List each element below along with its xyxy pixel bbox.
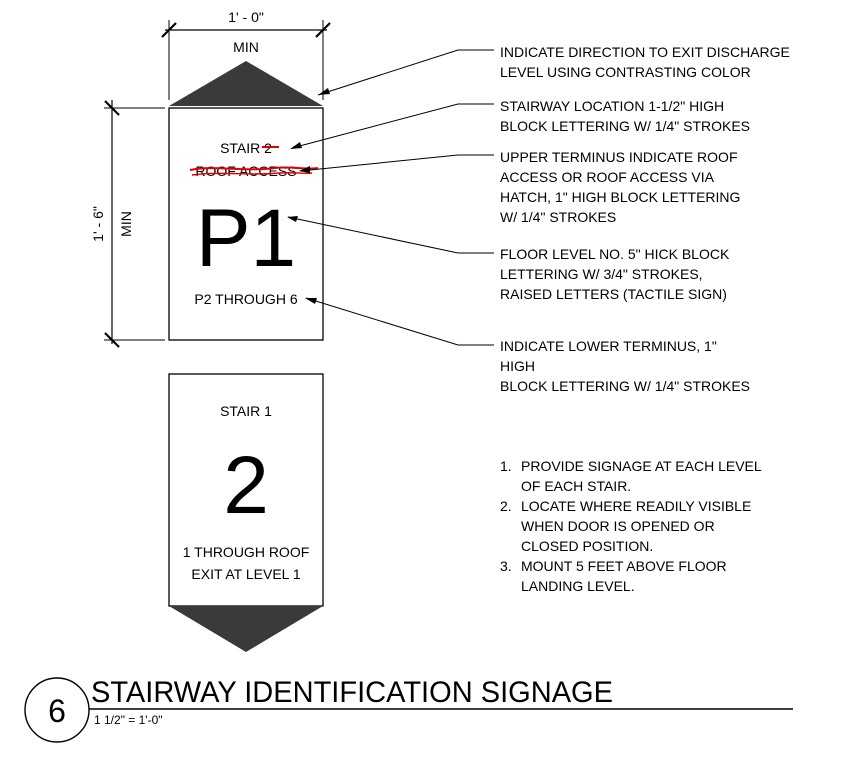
upper-stair-label: STAIR 2 [220, 140, 272, 156]
note-number: 3. [500, 558, 512, 574]
lower-sign-panel [168, 373, 324, 607]
leader-lower-terminus [305, 297, 494, 346]
roof-access-strike [189, 166, 319, 171]
note-line: OF EACH STAIR. [521, 478, 631, 494]
note-line: CLOSED POSITION. [521, 538, 653, 554]
lower-exit-label: EXIT AT LEVEL 1 [191, 566, 300, 582]
callout-line: ACCESS OR ROOF ACCESS VIA [500, 169, 715, 185]
callout-upper-terminus: UPPER TERMINUS INDICATE ROOF ACCESS OR R… [500, 149, 744, 225]
height-min-label: MIN [118, 211, 134, 237]
callout-line: INDICATE LOWER TERMINUS, 1" [500, 338, 717, 354]
roof-access-strike-2 [191, 172, 313, 176]
note-2: 2. LOCATE WHERE READILY VISIBLE WHEN DOO… [500, 498, 755, 554]
callout-stairway-location: STAIRWAY LOCATION 1-1/2" HIGH BLOCK LETT… [500, 98, 750, 134]
leader-exit-direction-arrowhead [318, 88, 330, 95]
roof-access-label: ROOF ACCESS [195, 163, 296, 179]
upper-terminus-label: P2 THROUGH 6 [194, 291, 297, 307]
callout-exit-direction: INDICATE DIRECTION TO EXIT DISCHARGE LEV… [500, 44, 794, 80]
callout-line: INDICATE DIRECTION TO EXIT DISCHARGE [500, 44, 790, 60]
note-line: MOUNT 5 FEET ABOVE FLOOR [521, 558, 727, 574]
callout-line: HIGH [500, 358, 535, 374]
lower-floor-number: 2 [223, 440, 269, 531]
callout-line: STAIRWAY LOCATION 1-1/2" HIGH [500, 98, 724, 114]
detail-number-bubble [24, 677, 90, 743]
note-line: LOCATE WHERE READILY VISIBLE [521, 498, 751, 514]
width-min-label: MIN [233, 39, 259, 55]
callout-line: HATCH, 1" HIGH BLOCK LETTERING [500, 189, 740, 205]
note-number: 1. [500, 458, 512, 474]
callout-line: LEVEL USING CONTRASTING COLOR [500, 64, 751, 80]
height-dimension: 1' - 6" MIN [90, 100, 165, 348]
callout-line: UPPER TERMINUS INDICATE ROOF [500, 149, 738, 165]
callout-line: RAISED LETTERS (TACTILE SIGN) [500, 286, 727, 302]
callout-line: BLOCK LETTERING W/ 1/4" STROKES [500, 378, 750, 394]
callout-line: W/ 1/4" STROKES [500, 209, 616, 225]
leader-stairway-location [291, 103, 494, 149]
note-line: WHEN DOOR IS OPENED OR [521, 518, 715, 534]
leader-lower-terminus-arrowhead [305, 298, 317, 304]
upper-sign-panel [168, 107, 324, 341]
down-direction-arrow [169, 606, 323, 652]
width-dimension-label: 1' - 0" [228, 9, 264, 25]
up-direction-arrow [169, 61, 323, 106]
note-3: 3. MOUNT 5 FEET ABOVE FLOOR LANDING LEVE… [500, 558, 731, 594]
callout-line: FLOOR LEVEL NO. 5" HICK BLOCK [500, 246, 730, 262]
height-dimension-label: 1' - 6" [90, 206, 106, 242]
callout-line: LETTERING W/ 3/4" STROKES, [500, 266, 703, 282]
leader-stairway-location-arrowhead [290, 142, 302, 149]
upper-sign: STAIR 2 ROOF ACCESS P1 P2 THROUGH 6 [168, 61, 324, 341]
callout-line: BLOCK LETTERING W/ 1/4" STROKES [500, 118, 750, 134]
note-1: 1. PROVIDE SIGNAGE AT EACH LEVEL OF EACH… [500, 458, 765, 494]
callout-floor-level: FLOOR LEVEL NO. 5" HICK BLOCK LETTERING … [500, 246, 733, 302]
note-line: LANDING LEVEL. [521, 578, 635, 594]
lower-range-label: 1 THROUGH ROOF [183, 544, 310, 560]
callouts: INDICATE DIRECTION TO EXIT DISCHARGE LEV… [500, 44, 794, 394]
callout-lower-terminus: INDICATE LOWER TERMINUS, 1" HIGH BLOCK L… [500, 338, 750, 394]
leader-upper-terminus-arrowhead [299, 166, 310, 173]
detail-number: 6 [48, 693, 66, 729]
note-number: 2. [500, 498, 512, 514]
detail-scale: 1 1/2" = 1'-0" [94, 713, 163, 727]
leader-exit-direction [317, 49, 494, 96]
leader-lines [287, 49, 494, 346]
detail-title: STAIRWAY IDENTIFICATION SIGNAGE [91, 676, 613, 709]
lower-stair-label: STAIR 1 [220, 403, 272, 419]
leader-floor-level [287, 216, 494, 254]
leader-floor-level-arrowhead [287, 216, 298, 222]
upper-floor-number: P1 [196, 193, 296, 284]
lower-sign: STAIR 1 2 1 THROUGH ROOF EXIT AT LEVEL 1 [168, 373, 324, 652]
title-block: 6 STAIRWAY IDENTIFICATION SIGNAGE 1 1/2"… [24, 676, 793, 743]
leader-upper-terminus [299, 154, 494, 172]
note-line: PROVIDE SIGNAGE AT EACH LEVEL [521, 458, 762, 474]
general-notes: 1. PROVIDE SIGNAGE AT EACH LEVEL OF EACH… [500, 458, 765, 594]
width-dimension: 1' - 0" MIN [161, 9, 331, 100]
